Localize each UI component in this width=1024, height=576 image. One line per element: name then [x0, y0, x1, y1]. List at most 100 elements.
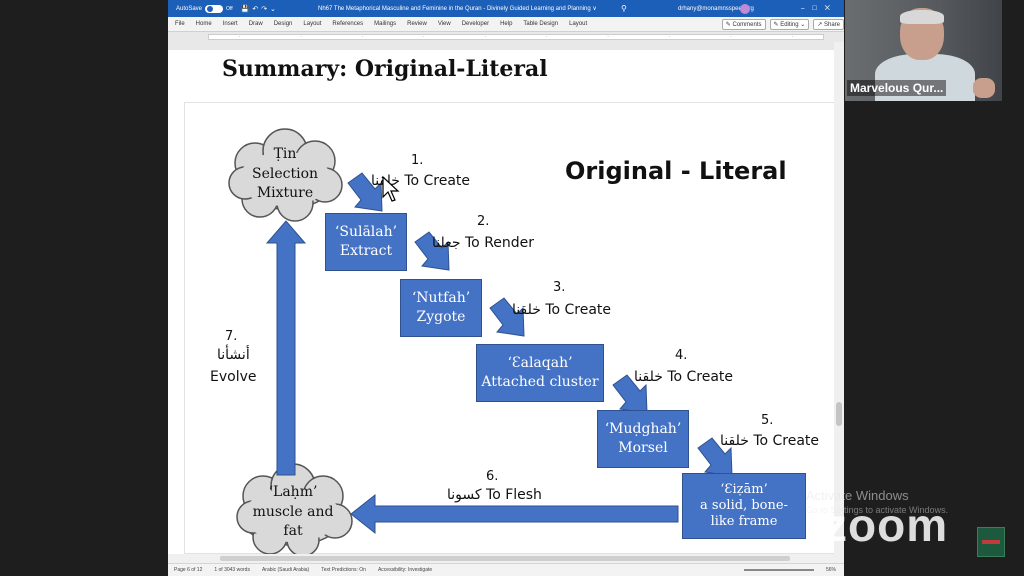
box-nutfah-term: ‘Nutfah’: [411, 290, 471, 307]
vertical-scrollbar[interactable]: [834, 42, 844, 554]
status-words[interactable]: 1 of 3043 words: [214, 567, 250, 573]
webcam-person-hand: [973, 78, 995, 98]
box-nutfah-meaning: Zygote: [416, 309, 466, 325]
ribbon-tabs: File Home Insert Draw Design Layout References…: [168, 17, 844, 32]
ribbon-tab-list: File Home Insert Draw Design Layout References…: [175, 21, 587, 27]
quick-access-icons[interactable]: 💾↶↷⌄: [240, 5, 279, 13]
ribbon-tab-review[interactable]: Review: [407, 21, 427, 27]
step-3-arabic: خلقنا: [512, 302, 541, 318]
box-mudghah[interactable]: ‘Muḍghah’ Morsel: [597, 410, 689, 468]
ribbon-tab-developer[interactable]: Developer: [461, 21, 490, 27]
status-accessibility[interactable]: Accessibility: Investigate: [377, 567, 433, 573]
step-6-number: 6.: [486, 469, 499, 484]
step-1-number: 1.: [411, 153, 424, 168]
ribbon-tab-references[interactable]: References: [332, 21, 364, 27]
step-7-text: Evolve: [210, 369, 257, 385]
step-2-number: 2.: [477, 214, 490, 229]
status-language[interactable]: Arabic (Saudi Arabia): [261, 567, 310, 573]
ribbon-tab-view[interactable]: View: [437, 21, 451, 27]
ribbon-tab-insert[interactable]: Insert: [222, 21, 238, 27]
step-3-label: خلقنا To Create: [512, 302, 611, 318]
horizontal-scrollbar[interactable]: [168, 554, 844, 563]
horizontal-ruler[interactable]: ··········: [168, 32, 844, 42]
comments-label: Comments: [732, 21, 762, 28]
status-predictions[interactable]: Text Predictions: On: [321, 567, 366, 573]
ribbon-tab-layout-table[interactable]: Layout: [569, 21, 588, 27]
cloud-tin-text: Ṭin Selection Mixture: [240, 145, 330, 204]
cloud-lahm-text: ‘Laḥm’ muscle and fat: [245, 483, 341, 542]
arrow-evolve: [265, 220, 307, 476]
vertical-scroll-thumb[interactable]: [836, 402, 842, 426]
arrow-step-2: [414, 231, 450, 271]
cloud-lahm-line-3: fat: [283, 523, 303, 540]
box-mudghah-term: ‘Muḍghah’: [604, 421, 682, 438]
comments-button[interactable]: ✎ Comments: [721, 18, 766, 30]
share-button[interactable]: ↗ Share: [813, 18, 844, 30]
autosave-control[interactable]: AutoSave Off: [176, 4, 233, 13]
ribbon-tab-design[interactable]: Design: [273, 21, 293, 27]
horizontal-scroll-thumb[interactable]: [220, 556, 790, 561]
webcam-person-shirt: [875, 54, 975, 101]
cloud-lahm-line-1: ‘Laḥm’: [268, 484, 318, 500]
step-6-label: كسونا To Flesh: [447, 487, 542, 503]
ribbon-tab-file[interactable]: File: [175, 21, 185, 27]
box-alaqah[interactable]: ‘Ɛalaqah’ Attached cluster: [476, 344, 604, 402]
ribbon-tab-home[interactable]: Home: [195, 21, 212, 27]
step-4-text: To Create: [667, 369, 734, 385]
document-area[interactable]: Summary: Original-Literal: [168, 42, 844, 555]
step-4-arabic: خلقنا: [634, 369, 663, 385]
ribbon-tab-draw[interactable]: Draw: [248, 21, 263, 27]
box-mudghah-meaning: Morsel: [618, 440, 668, 456]
step-4-label: خلقنا To Create: [634, 369, 733, 385]
step-5-text: To Create: [753, 433, 820, 449]
cloud-tin-line-1: Ṭin: [273, 146, 297, 162]
status-page[interactable]: Page 6 of 12: [174, 567, 203, 573]
autosave-toggle[interactable]: [205, 4, 224, 13]
ruler-scale: ··········: [208, 34, 824, 40]
cloud-lahm-shape: [236, 463, 353, 555]
step-5-label: خلقنا To Create: [720, 433, 819, 449]
zoom-percentage[interactable]: 56%: [825, 567, 836, 573]
cloud-lahm-line-2: muscle and: [252, 503, 334, 520]
ribbon-tab-mailings[interactable]: Mailings: [374, 21, 397, 27]
diagram-graphics: [228, 128, 733, 555]
zoom-slider[interactable]: [744, 569, 814, 571]
document-title[interactable]: Nh67 The Metaphorical Masculine and Femi…: [318, 6, 597, 12]
activate-windows-title: Activate Windows: [806, 488, 909, 503]
box-sulalah[interactable]: ‘Sulālah’ Extract: [325, 213, 407, 271]
cloud-tin-line-3: Mixture: [256, 185, 314, 202]
step-2-label: جعلنا To Render: [432, 235, 534, 251]
step-1-text: To Create: [404, 173, 471, 189]
autosave-state: Off: [226, 5, 233, 12]
user-account[interactable]: drhany@monamnsspeet.org: [678, 5, 754, 12]
ribbon-tab-table-design[interactable]: Table Design: [523, 21, 559, 27]
box-alaqah-term: ‘Ɛalaqah’: [507, 355, 573, 372]
mouse-cursor-icon: [382, 175, 400, 202]
step-3-text: To Create: [545, 302, 612, 318]
diagram-title: Original - Literal: [565, 157, 787, 185]
title-bar: AutoSave Off 💾↶↷⌄ Nh67 The Metaphorical …: [168, 0, 844, 17]
step-6-arabic: كسونا: [447, 487, 482, 503]
document-page[interactable]: Summary: Original-Literal: [168, 50, 844, 555]
step-7-arabic: أنشأنا: [217, 347, 250, 363]
ribbon-tab-layout[interactable]: Layout: [303, 21, 322, 27]
box-izam[interactable]: ‘Ɛiẓām’ a solid, bone-like frame: [682, 473, 806, 539]
window-controls[interactable]: ⎯□✕: [800, 4, 838, 12]
zoom-logo: zoom: [824, 499, 949, 551]
webcam-tile[interactable]: Marvelous Qur...: [845, 0, 1002, 101]
box-izam-meaning: a solid, bone-like frame: [700, 497, 788, 530]
box-alaqah-meaning: Attached cluster: [481, 374, 599, 390]
arrow-step-3: [489, 297, 525, 337]
editing-button[interactable]: ✎ Editing ⌄: [769, 18, 810, 30]
cloud-tin-shape: [228, 128, 343, 222]
diagram-slide[interactable]: Original - Literal Ṭin Selection Mixture…: [184, 102, 838, 555]
status-bar: Page 6 of 12 1 of 3043 words Arabic (Sau…: [168, 563, 844, 576]
user-avatar[interactable]: [740, 3, 750, 14]
autosave-label: AutoSave: [176, 5, 203, 12]
step-4-number: 4.: [675, 348, 688, 363]
arrow-step-4: [612, 374, 648, 414]
ribbon-tab-help[interactable]: Help: [500, 21, 513, 27]
box-nutfah[interactable]: ‘Nutfah’ Zygote: [400, 279, 482, 337]
search-icon[interactable]: ⚲: [621, 4, 627, 13]
step-3-number: 3.: [553, 280, 566, 295]
